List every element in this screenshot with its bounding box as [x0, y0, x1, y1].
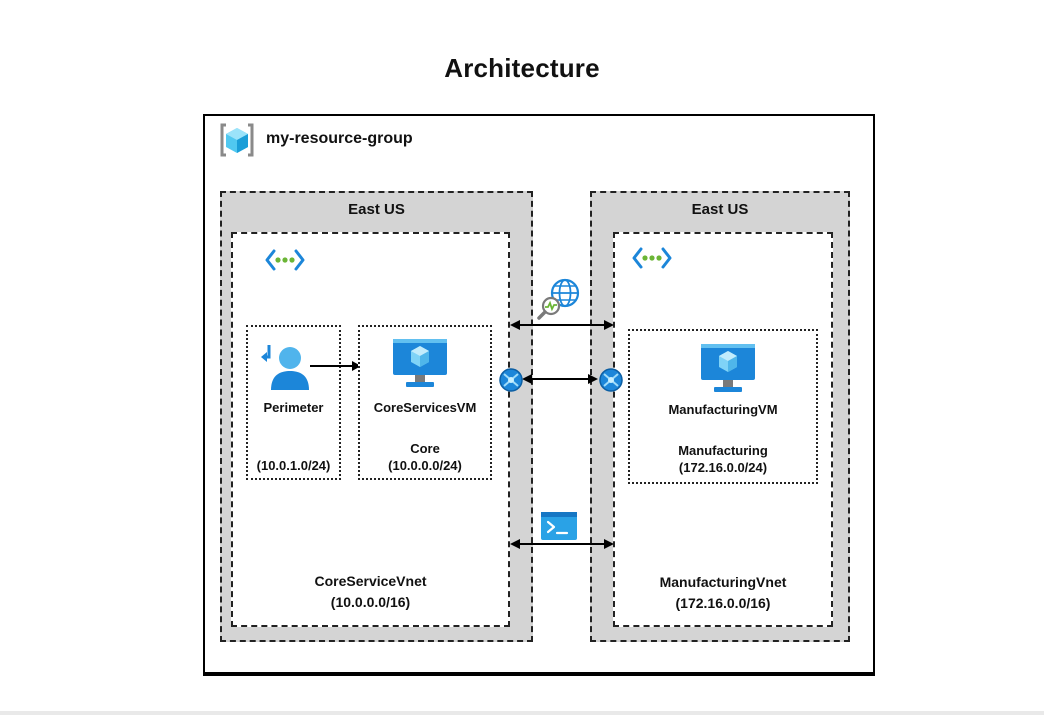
vnet-peering-icon: [599, 368, 623, 392]
virtual-network-icon: [265, 249, 305, 271]
virtual-machine-icon: [393, 339, 447, 387]
resource-group-name: my-resource-group: [266, 130, 413, 147]
virtual-network-icon: [632, 247, 672, 269]
core-services-vm-name: CoreServicesVM: [373, 400, 477, 415]
perimeter-to-core-arrow: [310, 361, 361, 371]
perimeter-subnet-name: Perimeter: [263, 400, 324, 415]
manufacturing-subnet-cidr: (172.16.0.0/24): [678, 460, 768, 475]
virtual-machine-icon: [701, 344, 755, 392]
manufacturing-vnet-name: ManufacturingVnet: [659, 574, 787, 590]
core-service-vnet-name: CoreServiceVnet: [314, 573, 427, 589]
vnet-peering-icon: [499, 368, 523, 392]
diagram-title: Architecture: [444, 53, 600, 83]
cloud-shell-icon: [541, 512, 577, 540]
core-service-vnet-cidr: (10.0.0.0/16): [330, 594, 411, 610]
region-label-right: East US: [691, 201, 749, 218]
manufacturing-vm-name: ManufacturingVM: [668, 402, 778, 417]
page-bottom-strip: [0, 711, 1044, 715]
manufacturing-subnet-name: Manufacturing: [678, 443, 768, 458]
user-icon: [261, 345, 309, 390]
resource-group-icon: [220, 123, 254, 157]
region-label-left: East US: [348, 201, 405, 218]
core-subnet-cidr: (10.0.0.0/24): [388, 458, 462, 473]
manufacturing-vnet-cidr: (172.16.0.0/16): [675, 595, 771, 611]
network-watcher-icon: [537, 278, 580, 320]
core-subnet-name: Core: [410, 441, 440, 456]
perimeter-subnet-cidr: (10.0.1.0/24): [256, 458, 331, 473]
